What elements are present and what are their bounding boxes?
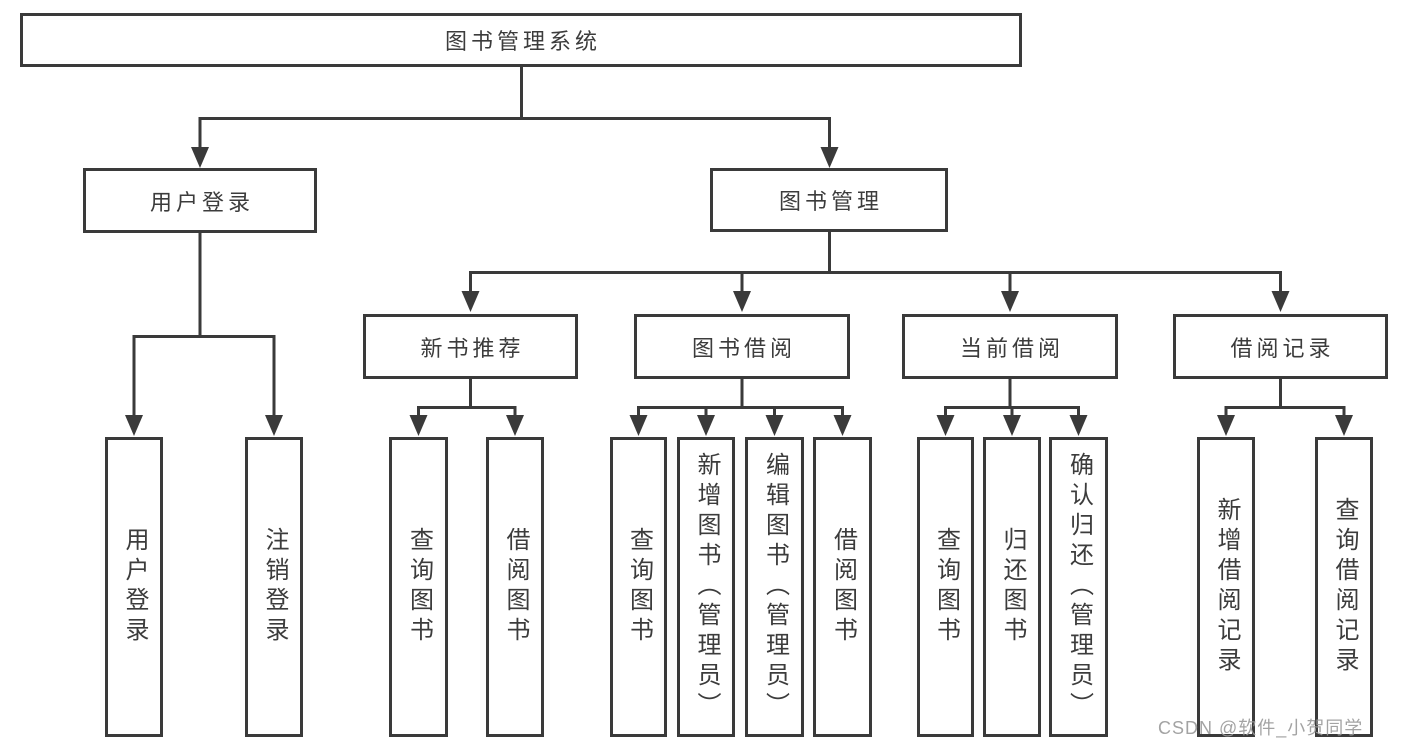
connector-new-book-recommend-children bbox=[409, 379, 524, 436]
connector-user-login-children bbox=[125, 233, 283, 436]
node-add-book-admin: 新增图书（管理员） bbox=[677, 437, 735, 737]
connector-line bbox=[1224, 379, 1346, 417]
arrow-down-icon bbox=[1217, 415, 1235, 436]
arrow-down-icon bbox=[697, 415, 715, 436]
node-user-login: 用户登录 bbox=[83, 168, 317, 233]
arrow-down-icon bbox=[833, 415, 852, 436]
node-label: 查询图书 bbox=[625, 527, 653, 647]
node-label: 查询图书 bbox=[932, 527, 960, 647]
arrow-down-icon bbox=[506, 415, 524, 436]
node-borrow-records: 借阅记录 bbox=[1173, 314, 1388, 379]
arrow-down-icon bbox=[1335, 415, 1353, 436]
node-label: 查询图书 bbox=[405, 527, 433, 647]
arrow-down-icon bbox=[1069, 415, 1088, 436]
connector-line bbox=[637, 379, 844, 417]
node-book-management: 图书管理 bbox=[710, 168, 948, 232]
connector-line bbox=[417, 379, 517, 417]
arrow-down-icon bbox=[1271, 291, 1290, 312]
node-label: 借阅图书 bbox=[829, 527, 857, 647]
arrow-down-icon bbox=[461, 291, 480, 312]
arrow-down-icon bbox=[265, 415, 283, 436]
connector-root-to-level1 bbox=[191, 67, 839, 168]
node-user-login-leaf: 用户登录 bbox=[105, 437, 163, 737]
arrow-down-icon bbox=[1003, 415, 1021, 436]
node-query-books-recommend: 查询图书 bbox=[389, 437, 448, 737]
node-new-book-recommend: 新书推荐 bbox=[363, 314, 578, 379]
connector-book-management-children bbox=[461, 232, 1290, 312]
node-logout-leaf: 注销登录 bbox=[245, 437, 303, 737]
node-label: 确认归还（管理员） bbox=[1065, 452, 1093, 722]
node-label: 编辑图书（管理员） bbox=[761, 452, 789, 722]
node-query-books-current: 查询图书 bbox=[917, 437, 974, 737]
node-query-books-borrow: 查询图书 bbox=[610, 437, 667, 737]
arrow-down-icon bbox=[191, 147, 209, 168]
node-query-borrow-record: 查询借阅记录 bbox=[1315, 437, 1373, 737]
connector-line bbox=[198, 67, 831, 149]
node-label: 注销登录 bbox=[261, 527, 288, 647]
arrow-down-icon bbox=[936, 415, 955, 436]
node-label: 归还图书 bbox=[999, 527, 1026, 647]
arrow-down-icon bbox=[820, 147, 839, 168]
arrow-down-icon bbox=[733, 291, 751, 312]
node-borrow-books-recommend: 借阅图书 bbox=[486, 437, 544, 737]
connector-borrow-records-children bbox=[1217, 379, 1353, 436]
connector-book-borrow-children bbox=[629, 379, 852, 436]
arrow-down-icon bbox=[409, 415, 428, 436]
arrow-down-icon bbox=[125, 415, 143, 436]
connector-line bbox=[469, 232, 1282, 293]
node-label: 新增图书（管理员） bbox=[693, 452, 720, 722]
connector-line bbox=[132, 233, 276, 417]
node-edit-book-admin: 编辑图书（管理员） bbox=[745, 437, 804, 737]
node-label: 借阅图书 bbox=[502, 527, 529, 647]
connector-current-borrow-children bbox=[936, 379, 1088, 436]
arrow-down-icon bbox=[629, 415, 648, 436]
node-label: 用户登录 bbox=[121, 527, 148, 647]
node-borrow-books-leaf: 借阅图书 bbox=[813, 437, 872, 737]
node-library-management-system: 图书管理系统 bbox=[20, 13, 1022, 67]
arrow-down-icon bbox=[1001, 291, 1019, 312]
connector-line bbox=[944, 379, 1080, 417]
node-label: 新增借阅记录 bbox=[1213, 497, 1240, 677]
node-current-borrow: 当前借阅 bbox=[902, 314, 1118, 379]
node-add-borrow-record: 新增借阅记录 bbox=[1197, 437, 1255, 737]
node-confirm-return-admin: 确认归还（管理员） bbox=[1049, 437, 1108, 737]
node-book-borrow: 图书借阅 bbox=[634, 314, 850, 379]
arrow-down-icon bbox=[765, 415, 784, 436]
node-return-books: 归还图书 bbox=[983, 437, 1041, 737]
csdn-watermark: CSDN @软件_小贺同学 bbox=[1158, 718, 1364, 738]
node-label: 查询借阅记录 bbox=[1331, 497, 1358, 677]
